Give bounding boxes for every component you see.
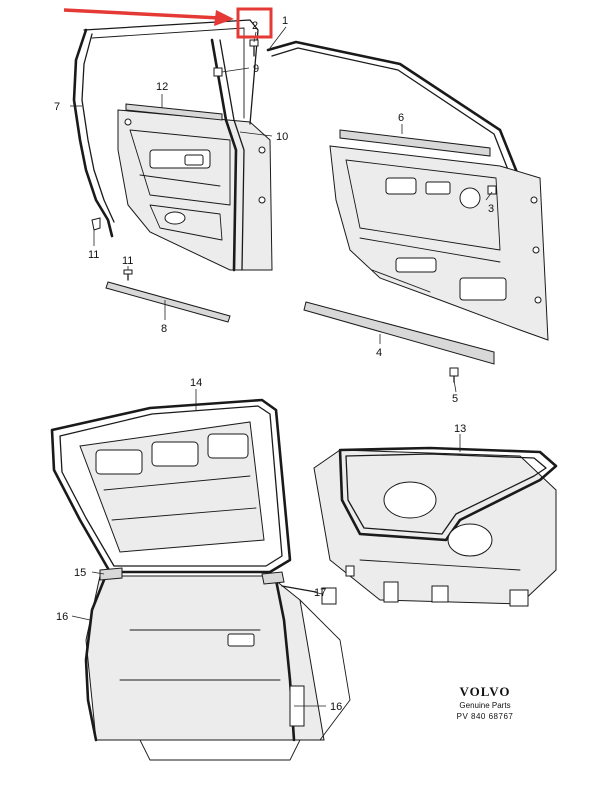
callout-16-left: 16 xyxy=(56,611,68,623)
highlight-box xyxy=(236,7,273,39)
callout-6: 6 xyxy=(398,112,404,124)
callout-3: 3 xyxy=(488,203,494,215)
highlight-arrow-head xyxy=(214,10,234,26)
callout-17: 17 xyxy=(314,587,326,599)
rear-door-illustration xyxy=(72,19,273,323)
volvo-logo: VOLVO xyxy=(459,684,511,699)
brand-subtitle: Genuine Parts xyxy=(459,701,511,710)
callout-10: 10 xyxy=(276,131,288,143)
part-2-highlight xyxy=(63,7,273,39)
callout-11-top: 11 xyxy=(122,255,133,267)
callout-16-right: 16 xyxy=(330,701,342,713)
callout-13: 13 xyxy=(454,423,466,435)
callout-8: 8 xyxy=(161,323,167,335)
trunk-illustration xyxy=(313,446,558,607)
highlight-arrow-shaft xyxy=(63,8,221,20)
tailgate-illustration xyxy=(50,398,292,574)
callout-15: 15 xyxy=(74,567,86,579)
callout-7: 7 xyxy=(54,101,60,113)
callout-14: 14 xyxy=(190,377,202,389)
callout-4: 4 xyxy=(376,347,382,359)
cargo-area-illustration xyxy=(84,567,351,761)
callout-2: 2 xyxy=(252,20,258,32)
callout-labels: 1 2 3 4 5 6 7 8 9 10 11 11 12 13 14 15 1… xyxy=(54,15,494,713)
callout-9: 9 xyxy=(253,63,259,75)
volvo-genuine-parts-badge: VOLVO Genuine Parts PV 840 68767 xyxy=(430,684,540,721)
callout-12: 12 xyxy=(156,81,168,93)
front-door-illustration xyxy=(266,40,549,383)
callout-1: 1 xyxy=(282,15,288,27)
diagram-code: PV 840 68767 xyxy=(456,712,514,721)
callout-5: 5 xyxy=(452,393,458,405)
callout-11-left: 11 xyxy=(88,249,99,261)
leader-lines xyxy=(70,26,493,707)
